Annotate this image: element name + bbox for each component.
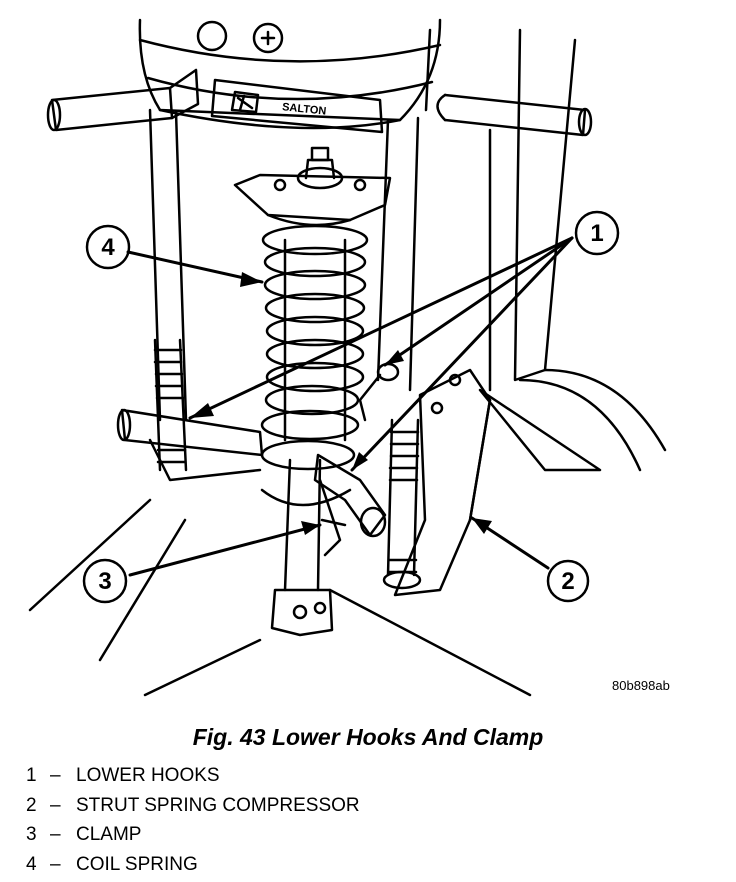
legend-item: 1–LOWER HOOKS (26, 761, 360, 791)
nameplate-text: SALTON (282, 101, 327, 118)
figure-caption: Fig. 43 Lower Hooks And Clamp (192, 724, 544, 750)
legend-dash: – (50, 765, 61, 786)
coil-spring (260, 224, 369, 471)
legend-label: COIL SPRING (76, 853, 198, 875)
figure-code: 80b898ab (612, 678, 670, 693)
callout-4-number: 4 (101, 234, 115, 261)
callout-3-circle (82, 558, 128, 604)
legend-number: 2 (26, 794, 37, 816)
legend-number: 1 (26, 765, 37, 786)
callout-2-number: 2 (561, 568, 574, 595)
callout-arrows (126, 236, 574, 577)
compressor-head (46, 18, 593, 137)
callout-3-number: 3 (98, 568, 111, 595)
legend-label: CLAMP (76, 824, 142, 845)
frame-posts (148, 28, 432, 590)
legend-item: 3–CLAMP (26, 820, 360, 850)
callout-1-number: 1 (590, 220, 603, 247)
upper-spring-seat (233, 146, 392, 227)
legend-number: 3 (26, 824, 37, 845)
strut-compressor-illustration: SALTON (28, 18, 667, 697)
legend-item: 4–COIL SPRING (26, 850, 360, 880)
arrowheads (190, 272, 492, 535)
lower-hooks (116, 362, 400, 557)
legend-label: STRUT SPRING COMPRESSOR (76, 794, 360, 816)
legend-number: 4 (26, 853, 37, 875)
legend-dash: – (50, 824, 61, 845)
legend-label: LOWER HOOKS (76, 765, 220, 786)
callout-2-circle (546, 559, 590, 603)
legend-dash: – (50, 853, 61, 875)
legend-dash: – (50, 794, 61, 816)
compressor-frame (393, 28, 667, 597)
legend-item: 2–STRUT SPRING COMPRESSOR (26, 791, 360, 821)
callout-1-circle (574, 210, 620, 256)
callout-legend: 1–LOWER HOOKS 2–STRUT SPRING COMPRESSOR … (26, 761, 360, 879)
callout-4-circle (85, 224, 131, 270)
